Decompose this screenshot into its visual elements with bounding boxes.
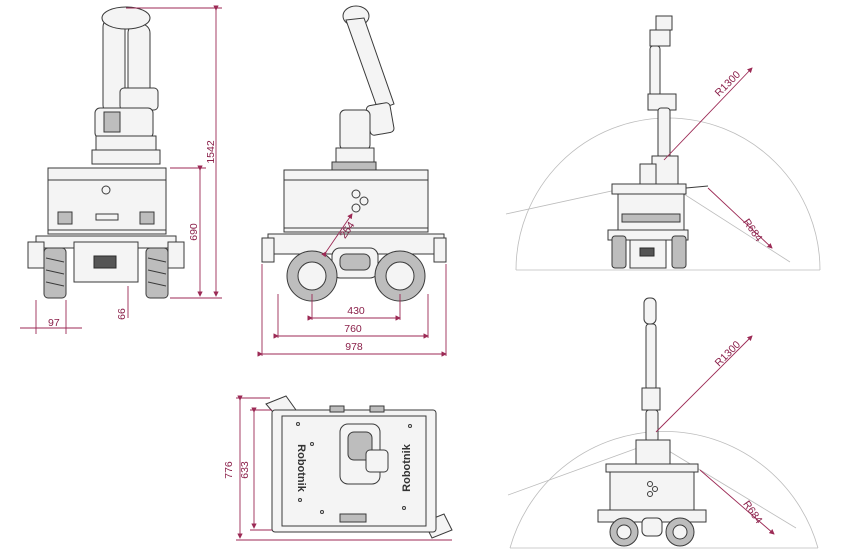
dim-base-height: 690: [188, 223, 200, 241]
side-view-body: [261, 169, 447, 279]
dim-overall-length: 776: [223, 461, 235, 479]
front-view-body: [27, 167, 185, 283]
reach-top-arm: R1300: [713, 69, 743, 99]
workspace-top-dimensions: [663, 67, 773, 249]
front-view-arm: [91, 6, 161, 165]
reach-bottom-arm: R1300: [713, 339, 743, 369]
top-view-body: [265, 395, 453, 539]
top-view-logo-right: Robotnik: [401, 443, 413, 492]
workspace-top-arm: [639, 15, 679, 185]
workspace-view-top: R1300 R684: [505, 15, 821, 271]
top-view-dimensions: [236, 395, 452, 541]
front-view-wheels: [43, 247, 169, 299]
reach-top-base: R684: [740, 217, 764, 245]
dim-ground-clearance: 66: [116, 308, 128, 320]
side-view-dimensions: [257, 213, 447, 357]
workspace-top-body: [607, 183, 709, 269]
reach-bottom-base: R684: [740, 499, 764, 527]
front-view-dimensions: [20, 5, 222, 334]
side-view-wheels: [286, 250, 426, 302]
dim-wheel-track: 430: [347, 305, 365, 317]
workspace-bottom-arm: [635, 297, 671, 465]
side-view: 254 430 760 978: [257, 5, 447, 357]
front-view: 1542 690 97 66: [20, 5, 222, 334]
dim-wheel-offset: 97: [48, 317, 60, 329]
workspace-bottom-body: [597, 463, 707, 547]
dim-total-height: 1542: [205, 140, 217, 164]
side-view-arm: [331, 5, 395, 173]
workspace-bottom-dimensions: [655, 335, 775, 535]
dim-outer-track: 760: [344, 323, 362, 335]
dim-overall-width: 978: [345, 341, 363, 353]
top-view-logo-left: Robotnik: [295, 444, 307, 493]
dim-body-length: 633: [239, 461, 251, 479]
workspace-view-bottom: R1300 R684: [507, 297, 819, 549]
top-view: Robotnik Robotnik 776 633: [223, 395, 453, 541]
